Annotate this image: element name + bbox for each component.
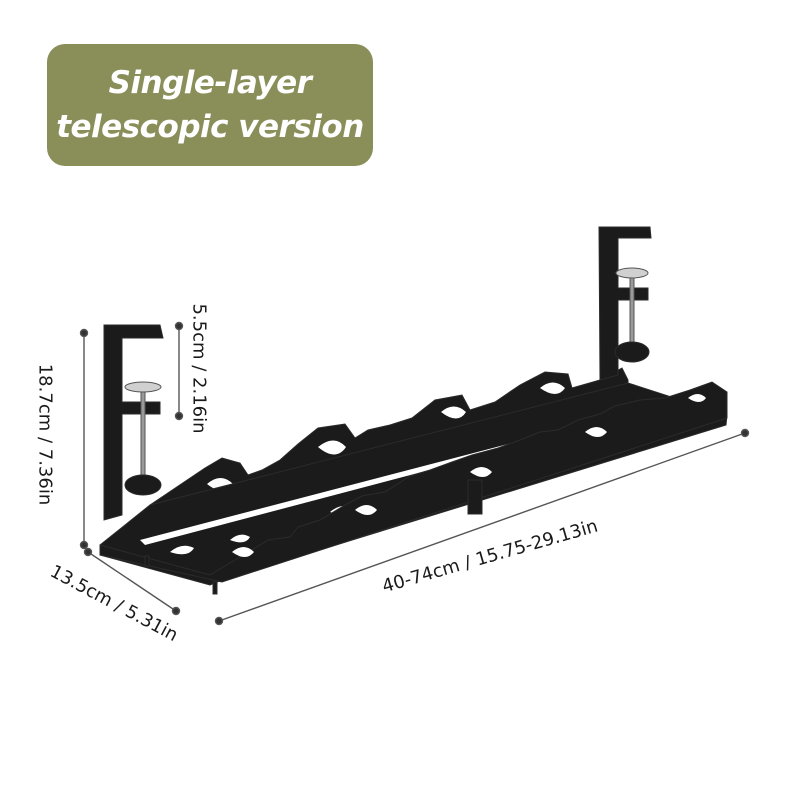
depth-dimension-dot-right <box>171 606 181 616</box>
left-desk-clamp <box>103 324 164 521</box>
telescopic-joint <box>467 479 483 515</box>
cable-tray <box>99 367 728 595</box>
front-wall-cutouts <box>232 394 706 557</box>
left-clamp-screw <box>140 384 146 481</box>
left-clamp-bracket <box>103 324 164 521</box>
right-clamp-bracket <box>598 226 652 381</box>
length-dimension-dot-left <box>214 616 224 626</box>
clamp-dimension-dot-bottom <box>174 411 184 421</box>
length-dimension-line <box>218 432 746 622</box>
height-dimension-dot-bottom <box>79 540 89 550</box>
length-dimension-dot-right <box>740 428 750 438</box>
version-badge: Single-layer telescopic version <box>47 44 373 166</box>
tray-foot-left <box>212 581 218 595</box>
left-clamp-pad <box>124 381 162 393</box>
back-wall-cutouts <box>207 382 565 491</box>
tray-foot-back <box>144 555 150 567</box>
clamp-opening-label: 5.5cm / 2.16in <box>188 303 210 434</box>
badge-line-1: Single-layer <box>108 65 312 101</box>
dimension-lines <box>79 321 750 626</box>
height-dimension-dot-top <box>79 328 89 338</box>
right-clamp-pad <box>615 267 649 279</box>
depth-dimension-dot-left <box>83 547 93 557</box>
right-clamp-screw <box>629 271 635 353</box>
left-clamp-knob <box>124 474 162 496</box>
depth-dimension-line <box>87 551 177 612</box>
height-label: 18.7cm / 7.36in <box>34 363 56 506</box>
tray-front-wall <box>99 381 728 583</box>
right-desk-clamp <box>598 226 652 381</box>
badge-line-2: telescopic version <box>56 109 364 145</box>
clamp-dimension-dot-top <box>174 321 184 331</box>
right-clamp-knob <box>614 341 650 363</box>
